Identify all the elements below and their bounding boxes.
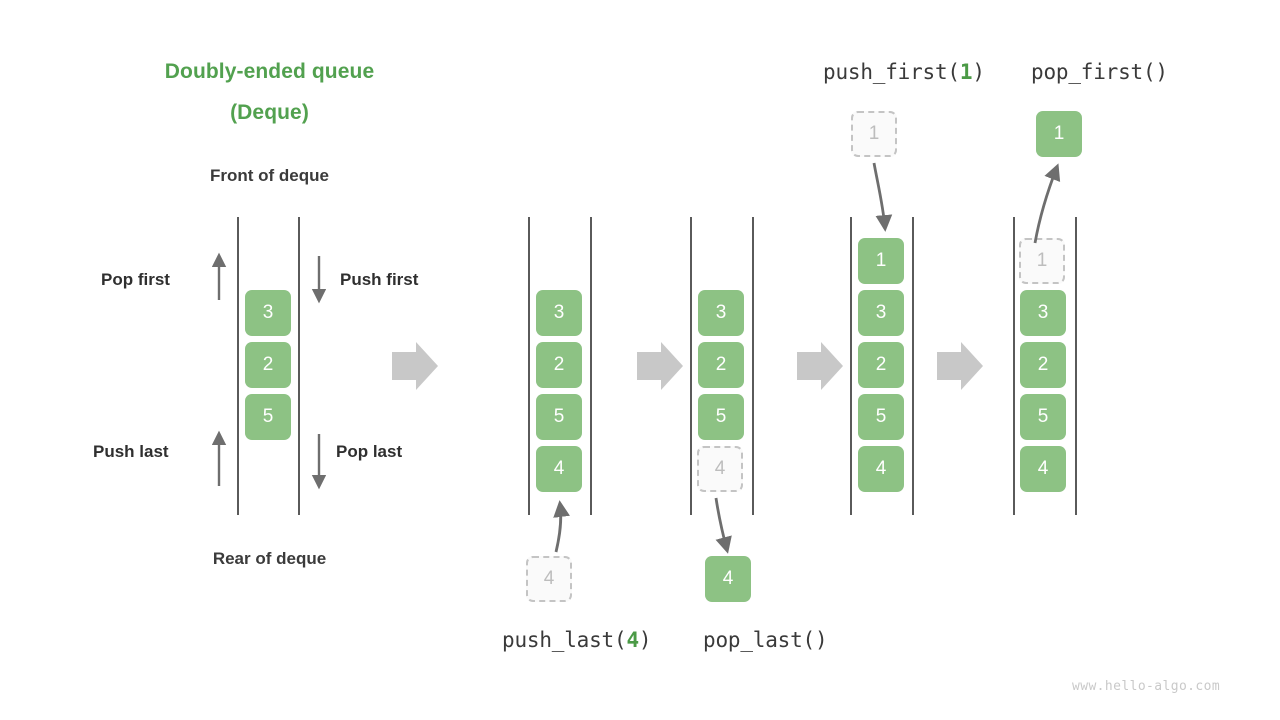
node-col2-2: 5 <box>536 394 582 440</box>
push-last-label: Push last <box>93 442 169 461</box>
push-first-label: Push first <box>340 270 419 289</box>
ghost-node-col5-popped: 1 <box>1019 238 1065 284</box>
pop-last-label: Pop last <box>336 442 403 461</box>
node-col5-1: 2 <box>1020 342 1066 388</box>
rail-left-col5 <box>1013 217 1015 515</box>
node-col1-1: 2 <box>245 342 291 388</box>
node-col5-3: 4 <box>1020 446 1066 492</box>
push-last-arg: 4 <box>626 628 639 652</box>
rail-right-col3 <box>752 217 754 515</box>
ghost-node-col3-popped: 4 <box>697 446 743 492</box>
watermark: www.hello-algo.com <box>1072 679 1221 694</box>
rail-right-col5 <box>1075 217 1077 515</box>
node-col1-0: 3 <box>245 290 291 336</box>
pop-first-flow-arrow <box>1033 163 1061 244</box>
node-pop-last-output: 4 <box>705 556 751 602</box>
step-arrow-3 <box>797 342 843 390</box>
node-col3-1: 2 <box>698 342 744 388</box>
rail-right-col4 <box>912 217 914 515</box>
node-col1-2: 5 <box>245 394 291 440</box>
step-arrow-4 <box>937 342 983 390</box>
rail-left-col4 <box>850 217 852 515</box>
pop-last-fn-name: pop_last() <box>703 628 828 652</box>
push-first-fn-name: push_first( <box>823 60 960 84</box>
step-arrow-2 <box>637 342 683 390</box>
page-subtitle: (Deque) <box>230 101 309 124</box>
rail-left-col1 <box>237 217 239 515</box>
rail-right-col2 <box>590 217 592 515</box>
push-last-close-paren: ) <box>638 628 652 652</box>
ghost-node-push-last-input: 4 <box>526 556 572 602</box>
node-col2-0: 3 <box>536 290 582 336</box>
rear-of-deque-label: Rear of deque <box>212 549 327 568</box>
pop-last-operation-label: pop_last() <box>703 628 828 652</box>
node-col2-3: 4 <box>536 446 582 492</box>
node-col4-3: 5 <box>858 394 904 440</box>
push-first-flow-arrow <box>872 162 893 232</box>
rail-left-col3 <box>690 217 692 515</box>
node-col3-2: 5 <box>698 394 744 440</box>
push-first-arg: 1 <box>959 60 973 84</box>
node-col5-0: 3 <box>1020 290 1066 336</box>
pop-first-operation-label: pop_first() <box>1031 60 1168 84</box>
node-col4-0: 1 <box>858 238 904 284</box>
node-col5-2: 5 <box>1020 394 1066 440</box>
node-pop-first-output: 1 <box>1036 111 1082 157</box>
node-col4-4: 4 <box>858 446 904 492</box>
rail-left-col2 <box>528 217 530 515</box>
node-col3-0: 3 <box>698 290 744 336</box>
pop-first-fn-name: pop_first() <box>1031 60 1168 84</box>
push-last-flow-arrow <box>553 500 570 553</box>
push-last-operation-label: push_last(4) <box>502 628 652 652</box>
pop-first-label: Pop first <box>101 270 170 289</box>
node-col2-1: 2 <box>536 342 582 388</box>
rail-right-col1 <box>298 217 300 515</box>
page-title: Doubly-ended queue <box>164 60 375 83</box>
push-last-fn-name: push_last( <box>502 628 627 652</box>
push-first-operation-label: push_first(1) <box>823 60 985 84</box>
node-col4-2: 2 <box>858 342 904 388</box>
node-col4-1: 3 <box>858 290 904 336</box>
front-of-deque-label: Front of deque <box>210 166 329 185</box>
push-first-close-paren: ) <box>972 60 985 84</box>
pop-last-flow-arrow <box>714 497 732 554</box>
ghost-node-push-first-input: 1 <box>851 111 897 157</box>
step-arrow-1 <box>392 342 438 390</box>
